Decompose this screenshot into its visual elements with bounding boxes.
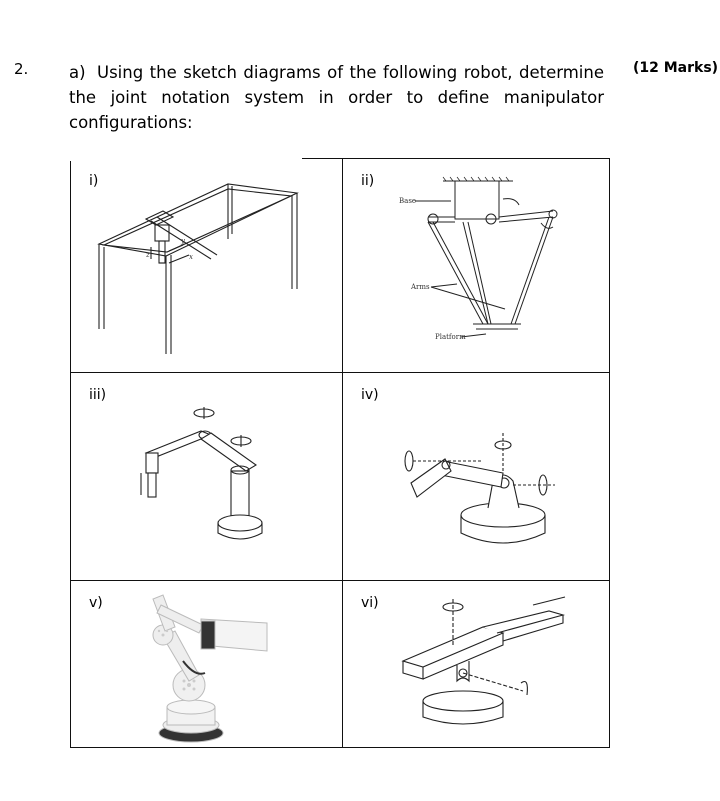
marks-label: (12 Marks) (633, 60, 719, 76)
base-annotation: Base (399, 197, 416, 205)
axis-z-label: z (145, 251, 150, 259)
robot-arm-photo (152, 594, 268, 743)
axis-x-label: x (189, 253, 193, 261)
figure-label-3: iii) (89, 387, 107, 403)
figure-label-4: iv) (361, 387, 379, 403)
arms-annotation: Arms (410, 283, 430, 291)
figure-cell-5: v) (70, 580, 343, 748)
cylindrical-robot-sketch (401, 596, 566, 725)
figure-label-6: vi) (361, 595, 379, 611)
scara-robot-sketch (140, 407, 263, 540)
question-text: a)Using the sketch diagrams of the follo… (69, 60, 604, 135)
question-body: Using the sketch diagrams of the followi… (69, 63, 604, 132)
figure-cell-3: iii) (70, 372, 343, 581)
delta-robot-sketch: Base Arms Platform (399, 176, 558, 341)
figure-cell-6: vi) (342, 580, 610, 748)
cartesian-robot-sketch: z y x (97, 183, 299, 354)
part-label: a) (69, 63, 86, 82)
figure-label-2: ii) (361, 173, 375, 189)
figure-cell-2: ii) (342, 158, 610, 373)
question-number: 2. (14, 60, 29, 78)
figure-label-1: i) (89, 173, 99, 189)
articulated-arm-sketch (404, 433, 555, 544)
figure-label-5: v) (89, 595, 103, 611)
figure-cell-4: iv) (342, 372, 610, 581)
figure-grid: i) (70, 157, 610, 748)
figure-cell-1: i) (70, 157, 343, 373)
platform-annotation: Platform (435, 333, 466, 341)
axis-y-label: y (180, 237, 186, 245)
